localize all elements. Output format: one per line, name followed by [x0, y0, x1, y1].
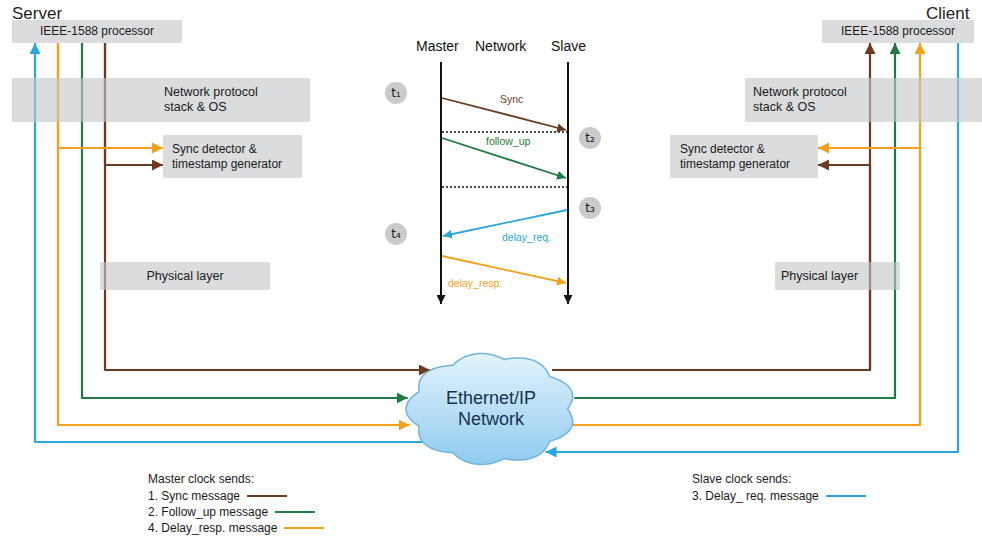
node-label: Sync detector & timestamp generator — [680, 142, 810, 171]
node-text-stack: Physical layer — [781, 269, 858, 284]
processor-box: IEEE-1588 processor — [822, 20, 974, 43]
node-text-stack: Sync detector & timestamp generator — [172, 142, 296, 171]
signal-connector — [573, 148, 921, 425]
time-label: t₁ — [391, 86, 401, 100]
physical-layer-box: Physical layer — [775, 262, 900, 290]
node-label: IEEE-1588 processor — [841, 24, 955, 38]
node-label: Sync detector & timestamp generator — [172, 142, 296, 171]
side-title: Server — [12, 4, 62, 24]
legend-line-sample — [826, 492, 870, 500]
time-marker: t₁ — [385, 82, 407, 104]
node-label: IEEE-1588 processor — [40, 24, 154, 38]
node-text-stack: Network protocol stack & OS — [164, 85, 284, 115]
node-label: Physical layer — [146, 269, 223, 284]
t1-tick — [407, 93, 440, 97]
processor-box: IEEE-1588 processor — [12, 20, 182, 43]
network-delay-dotted — [442, 131, 567, 133]
timeline-title: Network — [475, 38, 526, 54]
legend-line — [275, 511, 315, 513]
protocol-stack-band: Network protocol stack & OS — [745, 78, 982, 122]
node-text-stack: t₃ — [585, 201, 595, 215]
legend-text: 2. Follow_up message — [148, 505, 268, 519]
time-marker: t₃ — [579, 197, 601, 219]
slave-timeline — [567, 62, 569, 304]
legend-text: 1. Sync message — [148, 489, 240, 503]
sync-detector-box: Sync detector & timestamp generator — [163, 135, 302, 178]
node-label: Network protocol stack & OS — [164, 85, 284, 115]
protocol-stack-band: Network protocol stack & OS — [12, 78, 310, 122]
legend-row: 2. Follow_up message — [148, 505, 319, 519]
signal-connector — [552, 43, 870, 370]
node-text-stack: Sync detector & timestamp generator — [680, 142, 810, 171]
time-label: t₄ — [391, 227, 401, 241]
legend-line-sample — [284, 524, 328, 532]
physical-layer-box: Physical layer — [100, 262, 270, 290]
node-text-stack: Ethernet/IP Network — [432, 388, 550, 429]
node-text-stack: t₂ — [585, 131, 595, 145]
legend-heading: Slave clock sends: — [692, 472, 791, 486]
timeline-title: Slave — [551, 38, 586, 54]
time-label: t₃ — [585, 201, 595, 215]
legend-line — [826, 495, 866, 497]
legend-line-sample — [275, 508, 319, 516]
master-timeline — [440, 62, 442, 304]
message-label: Sync — [500, 93, 523, 105]
cloud-shape — [406, 354, 573, 465]
legend-line-sample — [247, 492, 291, 500]
time-marker: t₂ — [579, 127, 601, 149]
side-title: Client — [926, 4, 969, 24]
legend-line — [284, 527, 324, 529]
legend-row: 3. Delay_ req. message — [692, 489, 870, 503]
message-label: delay_resp. — [448, 277, 502, 289]
legend-heading: Master clock sends: — [148, 472, 254, 486]
message-label: follow_up — [486, 135, 530, 147]
sync-detector-box: Sync detector & timestamp generator — [670, 135, 818, 178]
node-text-stack: t₁ — [391, 86, 401, 100]
node-label: Physical layer — [781, 269, 858, 284]
node-text-stack: IEEE-1588 processor — [841, 24, 955, 38]
time-marker: t₄ — [385, 223, 407, 245]
timeline-title: Master — [416, 38, 459, 54]
node-label: Ethernet/IP Network — [432, 388, 550, 429]
time-label: t₂ — [585, 131, 595, 145]
legend-text: 3. Delay_ req. message — [692, 489, 819, 503]
legend-text: 4. Delay_resp. message — [148, 521, 277, 535]
network-cloud: Ethernet/IP Network — [405, 352, 577, 466]
legend-row: 4. Delay_resp. message — [148, 521, 328, 535]
message-label: delay_req. — [502, 231, 551, 243]
legend-line — [247, 495, 287, 497]
node-text-stack: IEEE-1588 processor — [40, 24, 154, 38]
legend-row: 1. Sync message — [148, 489, 291, 503]
node-text-stack: Physical layer — [146, 269, 223, 284]
node-label: Network protocol stack & OS — [753, 85, 861, 115]
network-delay-dotted — [442, 186, 567, 188]
node-text-stack: Network protocol stack & OS — [753, 85, 861, 115]
node-text-stack: t₄ — [391, 227, 401, 241]
